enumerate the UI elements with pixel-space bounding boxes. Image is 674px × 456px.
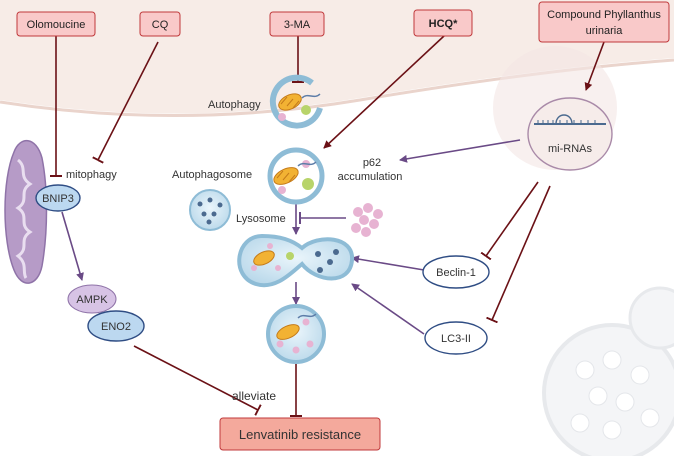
- three-ma-box[interactable]: 3-MA: [269, 11, 325, 37]
- background-cell: [542, 286, 674, 456]
- ampk-node[interactable]: AMPK: [67, 284, 117, 314]
- compound-phyllanthus-label-1: Compound Phyllanthus: [547, 9, 661, 21]
- olomoucine-box[interactable]: Olomoucine: [16, 11, 96, 37]
- compound-phyllanthus-label-2: urinaria: [586, 25, 624, 37]
- mirnas-to-p62-arrow: [399, 139, 521, 163]
- eno2-label: ENO2: [101, 321, 131, 333]
- hcq-box[interactable]: HCQ*: [413, 9, 473, 37]
- autolysosome-icon: [237, 233, 355, 288]
- cq-label: CQ: [152, 19, 169, 31]
- p62-aggregate-icon: [351, 203, 383, 237]
- alleviate-label: alleviate: [232, 389, 276, 403]
- lc3ii-label: LC3-II: [441, 333, 471, 345]
- bnip3-label: BNIP3: [42, 193, 74, 205]
- beclin1-label: Beclin-1: [436, 267, 476, 279]
- lenvatinib-resistance-label: Lenvatinib resistance: [239, 427, 361, 442]
- olomoucine-label: Olomoucine: [27, 19, 86, 31]
- p62-accumulation-label: accumulation: [338, 171, 403, 183]
- lc3ii-node[interactable]: LC3-II: [424, 321, 488, 355]
- hcq-arrow-to-autophagosome: [323, 35, 445, 149]
- compound-phyllanthus-box[interactable]: Compound Phyllanthus urinaria: [538, 1, 670, 43]
- autophagosome-icon: [267, 147, 325, 205]
- autophagy-label: Autophagy: [208, 99, 261, 111]
- lc3ii-to-autolysosome-arrow: [351, 283, 425, 335]
- beclin1-to-autolysosome-arrow: [351, 255, 425, 271]
- cq-box[interactable]: CQ: [139, 11, 181, 37]
- lenvatinib-resistance-box[interactable]: Lenvatinib resistance: [219, 417, 381, 451]
- autolysosome-degradation-icon: [266, 304, 326, 364]
- mitochondrion-icon: [4, 140, 48, 284]
- eno2-alleviates-resistance: [133, 345, 262, 416]
- hcq-label: HCQ*: [429, 18, 458, 30]
- beclin1-node[interactable]: Beclin-1: [422, 255, 490, 289]
- eno2-node[interactable]: ENO2: [87, 310, 145, 342]
- autophagosome-label: Autophagosome: [172, 169, 252, 181]
- bnip3-node[interactable]: BNIP3: [35, 184, 81, 212]
- lysosome-label: Lysosome: [236, 213, 286, 225]
- mirnas-node[interactable]: mi-RNAs: [527, 97, 613, 171]
- mitophagy-label: mitophagy: [66, 169, 117, 181]
- mirnas-inhibit-lc3ii: [486, 185, 551, 324]
- ampk-label: AMPK: [76, 294, 108, 306]
- lysosome-icon: [189, 189, 231, 231]
- phagophore-icon: [269, 74, 323, 129]
- mirnas-label: mi-RNAs: [548, 143, 592, 155]
- three-ma-label: 3-MA: [284, 19, 311, 31]
- cpu-arrow-to-mirnas: [584, 41, 605, 91]
- cq-inhibits-mitophagy: [92, 41, 159, 164]
- p62-label: p62: [363, 157, 381, 169]
- bnip3-to-ampk-arrow: [61, 211, 84, 281]
- mirnas-inhibit-beclin1: [480, 181, 539, 261]
